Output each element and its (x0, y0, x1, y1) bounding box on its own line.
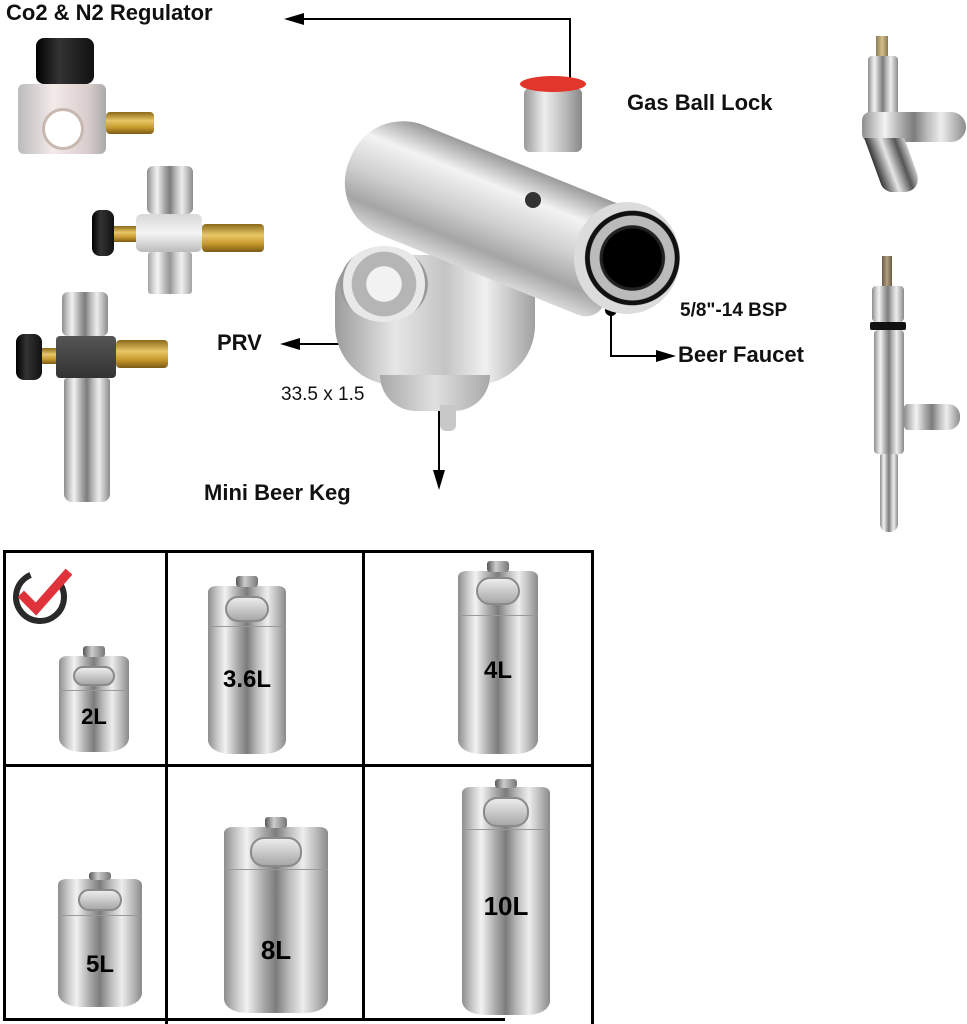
faucet-2-side-port (904, 404, 960, 430)
faucet-1-body (862, 112, 966, 142)
faucet-2-shank-tip (882, 256, 892, 286)
keg-8l: 8L (224, 817, 328, 1013)
regulator-2-top (147, 166, 193, 214)
selected-check-icon (10, 563, 74, 627)
faucet-1-lever (868, 56, 898, 120)
keg-4l: 4L (458, 561, 538, 754)
keg-volume-label: 10L (483, 891, 529, 921)
grid-line-col-1 (165, 550, 168, 1024)
keg-cell-5l[interactable]: 5L (6, 767, 165, 1018)
regulator-3-cylinder (64, 378, 110, 502)
regulator-1-gauge-icon (42, 108, 84, 150)
grid-line-right (591, 550, 594, 1024)
callout-line-faucet-h (610, 355, 660, 357)
keg-10l: 10L (462, 779, 550, 1015)
arrow-to-mini-keg (433, 470, 445, 490)
regulator-1-brass-fitting (106, 112, 154, 134)
regulator-2-knob (92, 210, 114, 256)
keg-5l: 5L (58, 872, 142, 1007)
callout-line-regulator-h (300, 18, 570, 20)
grid-line-col-2 (362, 550, 365, 1021)
grid-line-bottom (3, 1018, 505, 1021)
callout-line-faucet-v (610, 312, 612, 356)
grid-line-top (3, 550, 593, 553)
keg-cell-3-6l[interactable]: 3.6L (168, 553, 362, 764)
label-prv: PRV (217, 330, 262, 355)
regulator-3-brass-right (116, 340, 168, 368)
keg-volume-label: 4L (483, 657, 512, 684)
regulator-3-brass-left (42, 348, 56, 364)
keg-cell-8l[interactable]: 8L (168, 767, 362, 1018)
label-mini-beer-keg: Mini Beer Keg (204, 480, 351, 505)
faucet-2-oring (870, 322, 906, 330)
callout-line-keg-v (438, 390, 440, 470)
keg-volume-label: 2L (81, 704, 107, 729)
label-thread-faucet: 5/8"-14 BSP (680, 300, 788, 321)
prv-valve (340, 246, 428, 322)
grid-line-middle (3, 764, 593, 767)
keg-cell-10l[interactable]: 10L (365, 767, 591, 1018)
regulator-2-base (148, 252, 192, 294)
arrow-to-prv (280, 338, 300, 350)
gas-ball-lock-post (524, 88, 582, 152)
regulator-2-brass-left (114, 226, 136, 242)
coupler-bottom-ring (380, 375, 490, 411)
faucet-2-cap (872, 286, 904, 322)
grid-line-left (3, 550, 6, 1021)
label-beer-faucet: Beer Faucet (678, 342, 804, 367)
arrow-to-beer-faucet (656, 350, 676, 362)
label-thread-keg: 33.5 x 1.5 (281, 384, 365, 405)
regulator-3-body (56, 336, 116, 378)
regulator-3-top (62, 292, 108, 336)
regulator-2-brass-right (202, 224, 264, 252)
gas-ball-lock-seal (520, 76, 586, 92)
coupler-probe (440, 405, 456, 431)
faucet-2-nozzle (880, 454, 898, 532)
keg-volume-label: 3.6L (222, 666, 272, 693)
coupler-side-hole (525, 192, 541, 208)
faucet-2-body (874, 330, 904, 454)
keg-volume-label: 8L (260, 935, 292, 965)
keg-2l: 2L (59, 646, 129, 752)
callout-line-regulator-v (569, 18, 571, 114)
label-gas-ball-lock: Gas Ball Lock (627, 90, 773, 115)
regulator-3-knob (16, 334, 42, 380)
keg-volume-label: 5L (85, 951, 114, 978)
keg-3-6l: 3.6L (208, 576, 286, 754)
faucet-port (574, 202, 680, 314)
faucet-1-spout (864, 138, 924, 192)
regulator-1-knob (36, 38, 94, 84)
regulator-2-body (136, 214, 202, 252)
keg-cell-4l[interactable]: 4L (365, 553, 591, 764)
keg-cell-2l[interactable]: 2L (6, 553, 165, 764)
arrow-to-regulator (284, 13, 304, 25)
faucet-1-shank-tip (876, 36, 888, 56)
label-regulator: Co2 & N2 Regulator (6, 0, 213, 25)
